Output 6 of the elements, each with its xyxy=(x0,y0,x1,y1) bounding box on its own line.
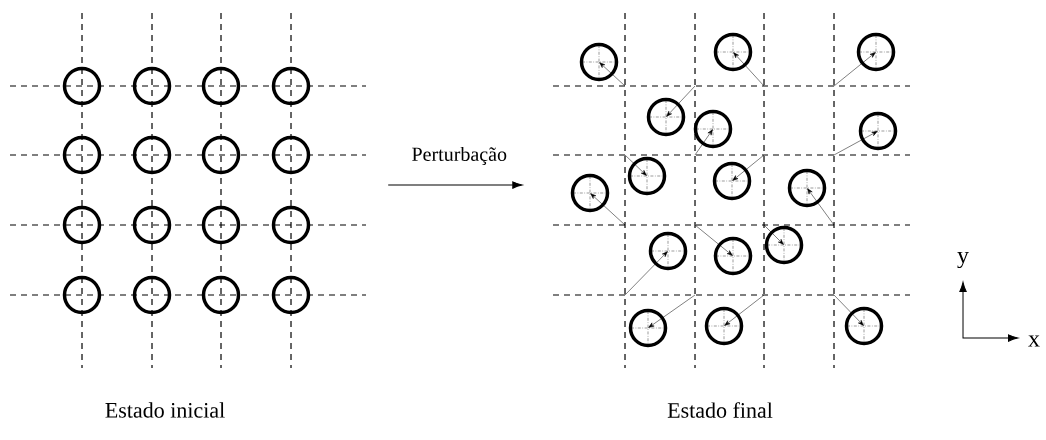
node-label: Estado inicial xyxy=(105,402,225,418)
arrow xyxy=(387,181,523,189)
axis-label: x xyxy=(1028,335,1040,347)
node-label: Estado final xyxy=(667,402,773,418)
axis-label: y xyxy=(957,251,969,269)
edge-label: Perturbação xyxy=(412,146,507,166)
